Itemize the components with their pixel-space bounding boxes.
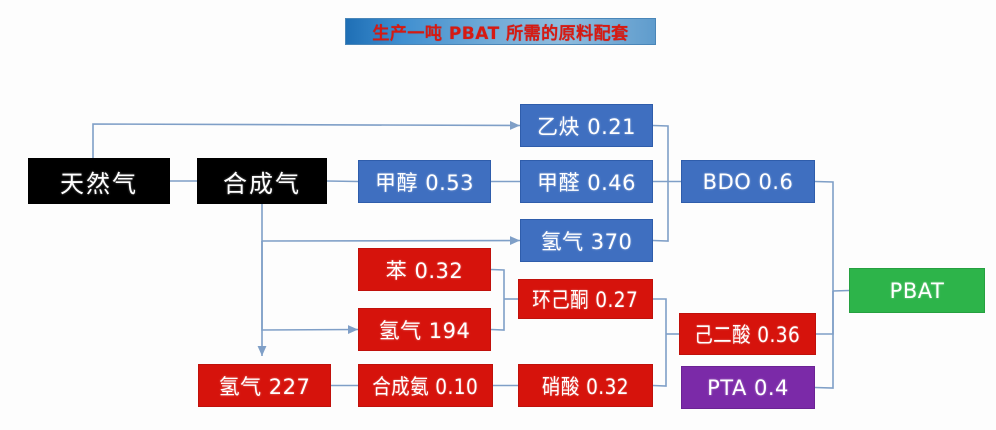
node-methanol[interactable]: 甲醇 0.53: [358, 160, 491, 203]
node-label-syngas: 合成气: [223, 169, 301, 198]
edge-pbat-in: [832, 289, 850, 292]
edge-syngas-methanol: [326, 180, 359, 183]
node-label-benzene: 苯 0.32: [385, 258, 464, 283]
node-cyclohexanone[interactable]: 环己酮 0.27: [518, 279, 653, 319]
edge-syngas-hydrogen_370: [261, 204, 521, 245]
edge-pta-pbat: [814, 291, 834, 389]
node-natural_gas[interactable]: 天然气: [28, 158, 170, 204]
edge-adipic_acid-pbat: [816, 291, 834, 335]
node-hydrogen_227[interactable]: 氢气 227: [198, 364, 331, 407]
edge-nitric_acid-adipic_acid: [652, 334, 667, 387]
node-hydrogen_370[interactable]: 氢气 370: [520, 219, 653, 262]
node-label-pbat: PBAT: [889, 278, 945, 303]
edge-hydrogen_370-bdo: [652, 182, 669, 242]
node-acetylene[interactable]: 乙炔 0.21: [520, 104, 653, 147]
node-label-natural_gas: 天然气: [60, 169, 138, 198]
node-label-pta: PTA 0.4: [707, 375, 789, 400]
node-label-formaldehyde: 甲醛 0.46: [537, 170, 636, 195]
diagram-title-banner: 生产一吨 PBAT 所需的原料配套: [345, 18, 656, 45]
node-label-hydrogen_370: 氢气 370: [540, 229, 633, 254]
node-bdo[interactable]: BDO 0.6: [681, 160, 815, 203]
node-label-acetylene: 乙炔 0.21: [537, 114, 636, 139]
node-label-cyclohexanone: 环己酮 0.27: [532, 288, 639, 312]
node-label-hydrogen_194: 氢气 194: [378, 318, 471, 343]
edge-bdo-pbat: [814, 180, 834, 291]
edge-acetylene-bdo: [652, 124, 669, 182]
node-label-bdo: BDO 0.6: [702, 169, 794, 194]
edge-syngas-hydrogen_194: [261, 241, 359, 335]
node-pta[interactable]: PTA 0.4: [681, 366, 815, 409]
node-nitric_acid[interactable]: 硝酸 0.32: [518, 364, 653, 407]
edge-cyclohexanone-adipic_acid: [653, 298, 667, 334]
node-label-ammonia: 合成氨 0.10: [372, 374, 479, 399]
node-adipic_acid[interactable]: 己二酸 0.36: [679, 313, 816, 355]
node-ammonia[interactable]: 合成氨 0.10: [358, 364, 493, 407]
edge-benzene-cyclohexanone: [490, 268, 505, 299]
node-label-nitric_acid: 硝酸 0.32: [541, 374, 630, 399]
node-syngas[interactable]: 合成气: [197, 158, 327, 204]
page-title: 生产一吨 PBAT 所需的原料配套: [372, 24, 629, 44]
node-hydrogen_194[interactable]: 氢气 194: [358, 308, 491, 351]
node-label-hydrogen_227: 氢气 227: [218, 374, 311, 399]
node-pbat[interactable]: PBAT: [849, 268, 985, 313]
node-label-adipic_acid: 己二酸 0.36: [694, 323, 801, 347]
edge-natural_gas-acetylene: [92, 120, 521, 158]
node-benzene[interactable]: 苯 0.32: [358, 248, 491, 291]
node-formaldehyde[interactable]: 甲醛 0.46: [520, 160, 653, 203]
node-label-methanol: 甲醇 0.53: [375, 170, 474, 195]
edge-hydrogen_194-cyclohexanone: [490, 299, 505, 331]
